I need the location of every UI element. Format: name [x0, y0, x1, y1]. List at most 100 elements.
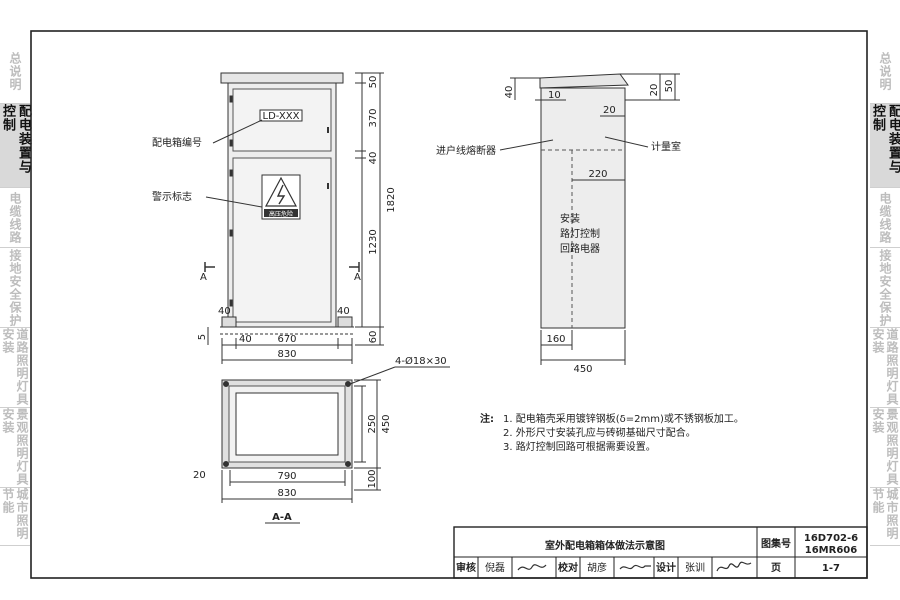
design-label: 设计: [656, 561, 676, 574]
front-view-text: LD-XXX 高压危险 配电箱编号 警示标志 A A 50 370 40 182…: [152, 76, 397, 360]
note-1: 1. 配电箱壳采用镀锌钢板(δ=2mm)或不锈钢板加工。: [503, 412, 744, 425]
label-control-3: 回路电器: [560, 242, 600, 255]
nameplate-text: LD-XXX: [263, 111, 300, 122]
side-tab-saving[interactable]: 城市照明节能: [0, 488, 30, 546]
side-tab-label: 城市照明节能: [1, 488, 29, 540]
note-2: 2. 外形尺寸安装孔应与砖砌基础尺寸配合。: [503, 426, 696, 439]
hinge-2: [229, 139, 233, 147]
side-tab-road[interactable]: 道路照明灯具安装: [870, 328, 900, 408]
dim-40-left: 40: [218, 306, 231, 317]
dim-40-top: 40: [368, 152, 379, 165]
warning-plate: [264, 209, 298, 217]
side-tab-label: 道路照明灯具安装: [871, 328, 899, 406]
side-tab-earthing[interactable]: 接地安全保护: [0, 248, 30, 328]
leg-left: [221, 316, 237, 328]
side-dim-10: 10: [548, 90, 561, 101]
side-tab-label: 总说明: [878, 52, 892, 91]
hole-2: [345, 381, 351, 387]
check-name: 胡彦: [587, 561, 607, 574]
section-mark-right: A: [354, 272, 361, 283]
atlas-no-2: 16MR606: [805, 545, 857, 556]
hinge-4: [229, 229, 233, 237]
side-tab-landscape[interactable]: 景观照明灯具安装: [0, 408, 30, 488]
side-tab-landscape[interactable]: 景观照明灯具安装: [870, 408, 900, 488]
dim-370: 370: [368, 108, 379, 127]
side-tab-label: 接地安全保护: [8, 248, 22, 327]
notes: 注: 1. 配电箱壳采用镀锌钢板(δ=2mm)或不锈钢板加工。 2. 外形尺寸安…: [480, 412, 744, 453]
side-tab-cable[interactable]: 电缆线路: [0, 188, 30, 248]
hole-4: [345, 461, 351, 467]
signature-design: [716, 561, 752, 572]
hole-1: [223, 381, 229, 387]
side-dim-20b: 20: [649, 84, 660, 97]
hole-3: [223, 461, 229, 467]
side-dim-160: 160: [546, 334, 565, 345]
warning-plate-text: 高压危险: [269, 210, 293, 218]
check-label: 校对: [558, 561, 578, 574]
review-name: 倪磊: [485, 562, 505, 574]
sec-dim-830: 830: [277, 488, 296, 499]
sec-dim-100: 100: [367, 469, 378, 488]
design-name: 张训: [685, 562, 705, 574]
label-control-1: 安装: [560, 212, 580, 225]
side-tab-label: 景观照明灯具安装: [871, 408, 899, 486]
side-tab-general[interactable]: 总说明: [0, 40, 30, 104]
dim-40-right: 40: [337, 306, 350, 317]
side-roof: [539, 73, 629, 89]
side-dim-50: 50: [664, 80, 675, 93]
page-label: 页: [771, 562, 781, 574]
side-tab-label: 接地安全保护: [878, 248, 892, 327]
page-number: 1-7: [822, 563, 840, 574]
front-view: [204, 72, 384, 364]
side-tab-general[interactable]: 总说明: [870, 40, 900, 104]
warning-triangle: [264, 176, 298, 207]
signature-check: [619, 564, 651, 570]
review-label: 审核: [456, 561, 476, 574]
side-tab-label: 景观照明灯具安装: [1, 408, 29, 486]
sec-dim-20: 20: [193, 470, 206, 481]
lightning-icon: [276, 184, 286, 205]
side-tab-road[interactable]: 道路照明灯具安装: [0, 328, 30, 408]
dim-1230: 1230: [368, 229, 379, 254]
side-tab-earthing[interactable]: 接地安全保护: [870, 248, 900, 328]
side-body: [540, 87, 626, 329]
nameplate: [259, 109, 303, 122]
dim-50: 50: [368, 76, 379, 89]
sec-dim-450: 450: [381, 414, 392, 433]
title-block-text: 室外配电箱箱体做法示意图 图集号 16D702-6 16MR606 审核 倪磊 …: [456, 533, 858, 574]
sec-dim-250: 250: [367, 414, 378, 433]
left-side-tabs: 总说明配电装置与控制电缆线路接地安全保护道路照明灯具安装景观照明灯具安装城市照明…: [0, 40, 31, 546]
side-tab-control[interactable]: 配电装置与控制: [870, 104, 900, 188]
side-tab-label: 电缆线路: [8, 191, 22, 244]
hinge-5: [229, 299, 233, 307]
side-tab-label: 配电装置与控制: [870, 104, 900, 174]
dim-5: 5: [197, 334, 208, 340]
label-control-2: 路灯控制: [560, 227, 600, 240]
dim-1820: 1820: [386, 187, 397, 212]
dim-670: 670: [277, 334, 296, 345]
dim-60: 60: [368, 331, 379, 344]
title-block: [453, 526, 868, 579]
side-view-text: 40 10 20 20 50 220 160 450 进户线熔断器 计量室 安装…: [436, 80, 681, 375]
sec-dim-790: 790: [277, 471, 296, 482]
signature-review: [517, 564, 547, 571]
side-tab-label: 城市照明节能: [871, 488, 899, 540]
side-tab-label: 电缆线路: [878, 191, 892, 244]
label-box-number: 配电箱编号: [152, 136, 202, 149]
side-dim-450: 450: [573, 364, 592, 375]
base-frame-inner: [235, 392, 339, 456]
note-3: 3. 路灯控制回路可根据需要设置。: [503, 440, 656, 453]
section-view: [221, 366, 450, 503]
side-dim-220: 220: [588, 169, 607, 180]
notes-prefix: 注:: [480, 412, 494, 425]
section-title: A-A: [272, 512, 292, 523]
side-tab-control[interactable]: 配电装置与控制: [0, 104, 31, 188]
side-tab-cable[interactable]: 电缆线路: [870, 188, 900, 248]
label-meter: 计量室: [651, 140, 681, 153]
leader-warning: [205, 196, 263, 208]
side-view: [499, 73, 680, 365]
side-tab-saving[interactable]: 城市照明节能: [870, 488, 900, 546]
side-dim-40: 40: [504, 86, 515, 99]
atlas-label: 图集号: [761, 537, 791, 550]
